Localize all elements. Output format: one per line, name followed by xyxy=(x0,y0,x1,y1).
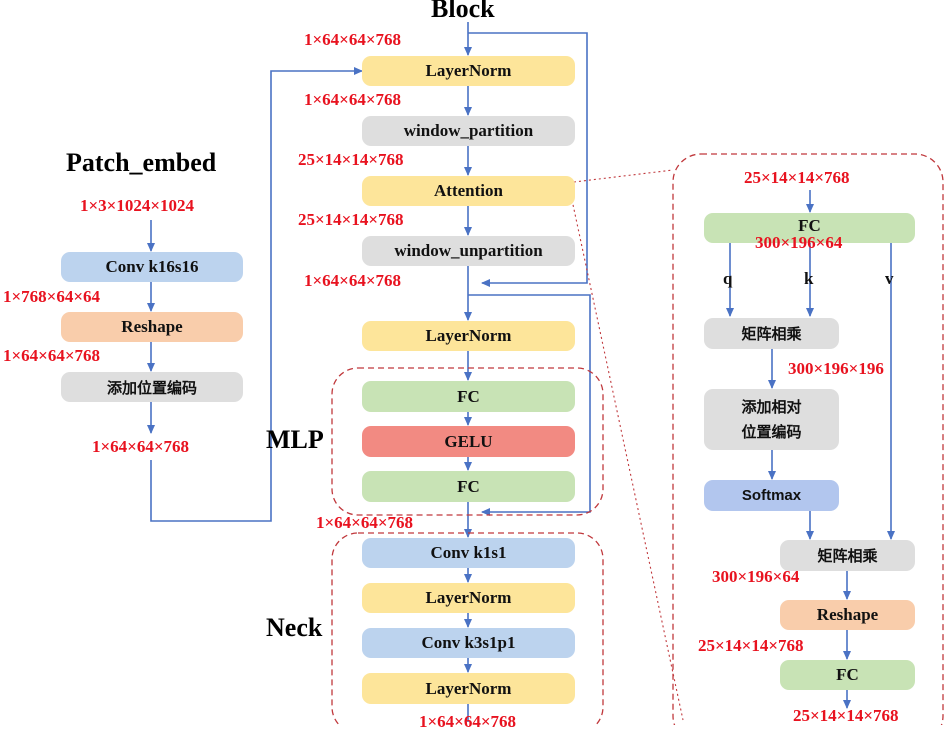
block-attention-box: Attention xyxy=(362,176,575,206)
neck-output-dim: 1×64×64×768 xyxy=(419,712,517,731)
pe-reshape-out-dim: 1×64×64×768 xyxy=(3,346,101,365)
block-residual-2 xyxy=(468,294,591,516)
attn-fc-label: FC xyxy=(798,216,821,235)
attn-softmax-box: Softmax xyxy=(704,480,839,511)
attn-matmul1-box: 矩阵相乘 xyxy=(704,318,839,349)
block-layernorm2-box: LayerNorm xyxy=(362,321,575,351)
block-ln1-out-dim: 1×64×64×768 xyxy=(304,90,402,109)
mlp-region xyxy=(331,367,604,516)
attn-relpos-box: 添加相对 位置编码 xyxy=(704,389,839,450)
zoom-line-top xyxy=(573,169,674,183)
attn-reshape-out-dim: 25×14×14×768 xyxy=(698,636,804,655)
block-wu-out-dim: 1×64×64×768 xyxy=(304,271,402,290)
attn-softmax-label: Softmax xyxy=(741,487,802,504)
block-residual-1 xyxy=(468,32,588,287)
pe-input-dim: 1×3×1024×1024 xyxy=(80,196,195,215)
mlp-title: MLP xyxy=(266,425,324,454)
pe-conv-out-dim: 1×768×64×64 xyxy=(3,287,101,306)
attn-reshape-box: Reshape xyxy=(780,600,915,630)
block-layernorm1-box: LayerNorm xyxy=(362,56,575,86)
attn-v-label: v xyxy=(885,269,894,288)
pe-to-block-link xyxy=(150,67,363,522)
mlp-gelu-box: GELU xyxy=(362,426,575,457)
block-wp-out-dim: 25×14×14×768 xyxy=(298,150,404,169)
zoom-line-bottom xyxy=(571,199,684,721)
block-title: Block xyxy=(431,0,495,23)
attn-fc2-box: FC xyxy=(780,660,915,690)
block-window-partition-box: window_partition xyxy=(362,116,575,146)
neck-region xyxy=(331,532,604,725)
block-window-unpartition-box: window_unpartition xyxy=(362,236,575,266)
attn-relpos-line2: 位置编码 xyxy=(741,422,802,441)
pe-conv-box: Conv k16s16 xyxy=(61,252,243,282)
neck-ln1-box: LayerNorm xyxy=(362,583,575,613)
attn-input-dim: 25×14×14×768 xyxy=(744,168,850,187)
pe-output-dim: 1×64×64×768 xyxy=(92,437,190,456)
attn-matmul2-out-dim: 300×196×64 xyxy=(712,567,800,586)
attn-q-label: q xyxy=(723,269,733,288)
neck-title: Neck xyxy=(266,613,323,642)
attn-matmul1-out-dim: 300×196×196 xyxy=(788,359,884,378)
attn-k-label: k xyxy=(804,269,814,288)
pe-reshape-box: Reshape xyxy=(61,312,243,342)
neck-conv2-box: Conv k3s1p1 xyxy=(362,628,575,658)
mlp-fc1-box: FC xyxy=(362,381,575,412)
attention-detail-region xyxy=(672,153,944,725)
block-attn-out-dim: 25×14×14×768 xyxy=(298,210,404,229)
attn-matmul2-box: 矩阵相乘 xyxy=(780,540,915,571)
neck-conv1-box: Conv k1s1 xyxy=(362,538,575,568)
attn-relpos-line1: 添加相对 xyxy=(741,397,802,416)
pe-pos-embed-box: 添加位置编码 xyxy=(61,372,243,402)
patch-embed-title: Patch_embed xyxy=(66,148,217,177)
mlp-fc2-box: FC xyxy=(362,471,575,502)
block-input-dim: 1×64×64×768 xyxy=(304,30,402,49)
mlp-out-dim: 1×64×64×768 xyxy=(316,513,414,532)
attn-fc-box: FC xyxy=(704,213,915,243)
attn-fc-out-dim: 300×196×64 xyxy=(755,233,843,252)
neck-ln2-box: LayerNorm xyxy=(362,673,575,704)
attn-output-dim: 25×14×14×768 xyxy=(793,706,899,725)
